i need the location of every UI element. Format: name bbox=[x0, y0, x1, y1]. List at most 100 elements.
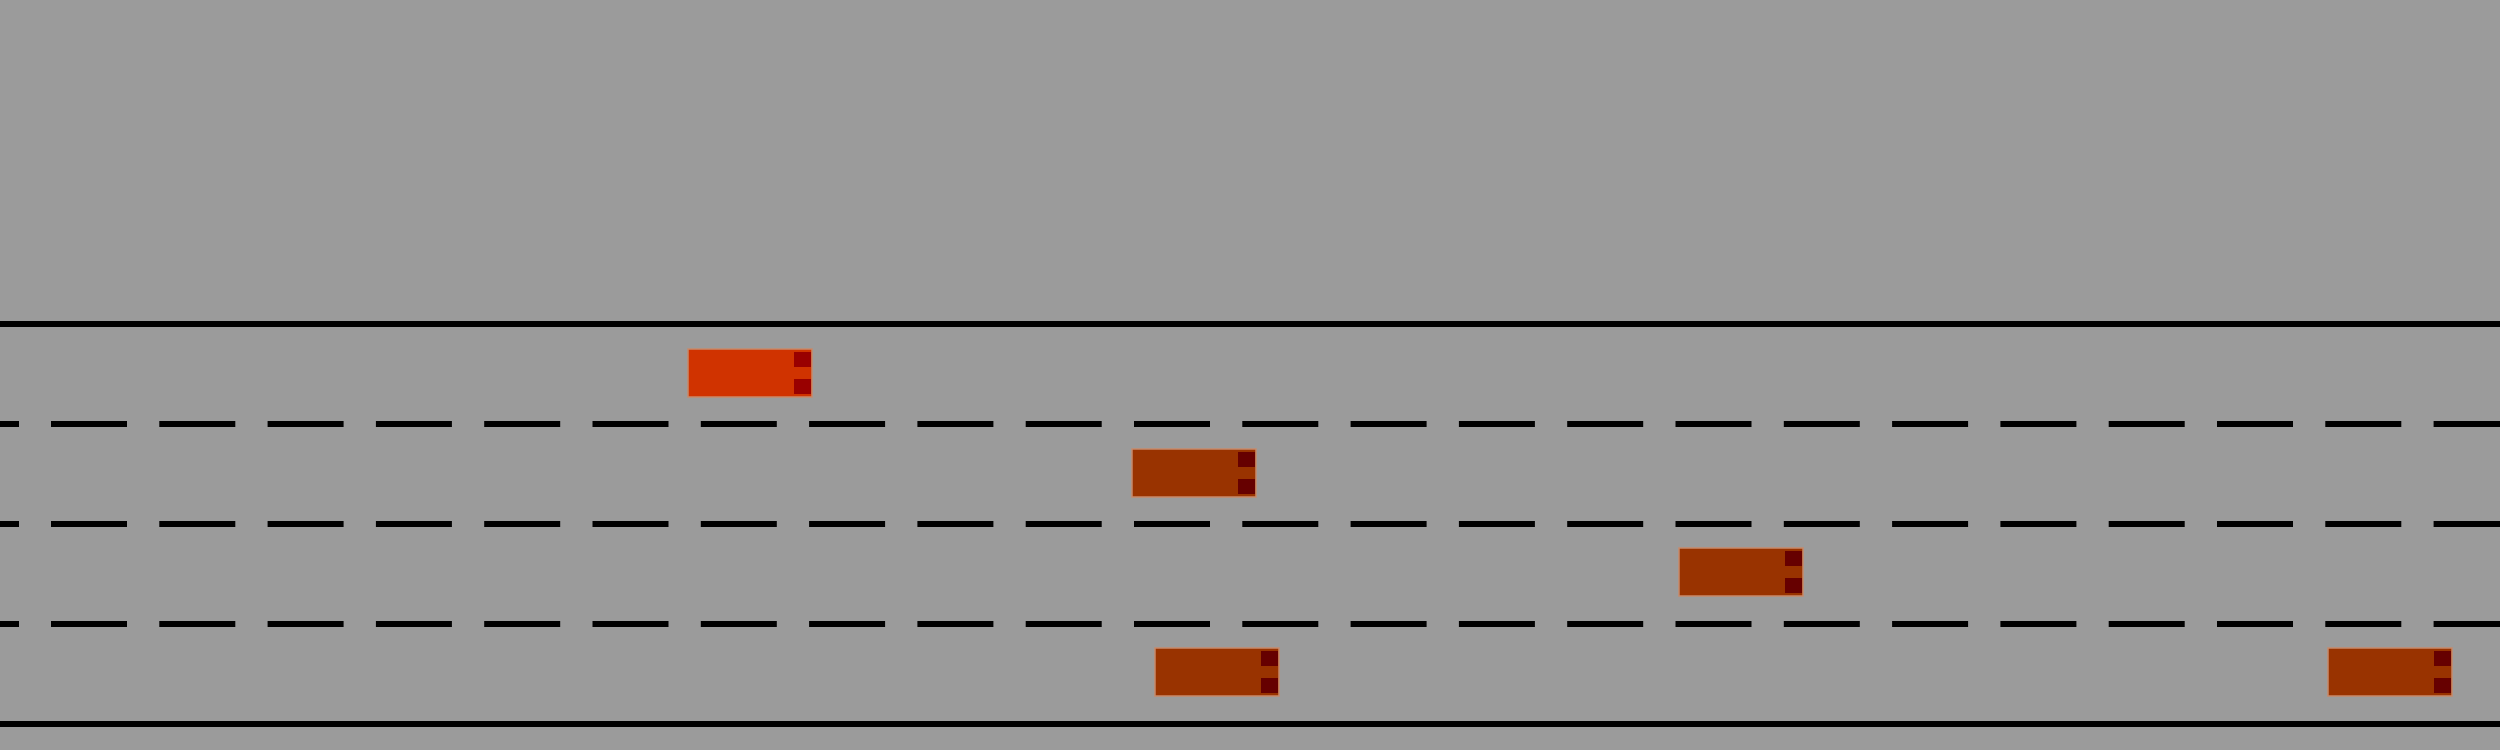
lane-dash bbox=[0, 621, 19, 627]
lane-dash bbox=[592, 421, 669, 427]
lane-dash bbox=[2433, 521, 2500, 527]
ego-car bbox=[687, 348, 813, 398]
lane-dash bbox=[1458, 421, 1535, 427]
other-car bbox=[1131, 448, 1257, 498]
lane-dash bbox=[2433, 621, 2500, 627]
lane-dash bbox=[484, 521, 561, 527]
lane-dash bbox=[2217, 621, 2293, 627]
lane-dash bbox=[1350, 521, 1427, 527]
lane-dash bbox=[2000, 521, 2077, 527]
lane-dash bbox=[2433, 421, 2500, 427]
lane-divider-1 bbox=[0, 421, 2500, 427]
lane-dash bbox=[1350, 421, 1427, 427]
lane-dash bbox=[1892, 621, 1969, 627]
lane-dash bbox=[1892, 421, 1969, 427]
lane-dash bbox=[1567, 421, 1644, 427]
lane-dash bbox=[1783, 421, 1860, 427]
lane-lines bbox=[0, 321, 2500, 727]
lane-dash bbox=[2217, 521, 2293, 527]
lane-dash bbox=[917, 421, 994, 427]
lane-dash bbox=[2000, 621, 2077, 627]
car-light-left bbox=[2434, 651, 2451, 666]
lane-dash bbox=[1134, 521, 1210, 527]
lane-dash bbox=[159, 421, 236, 427]
lane-dash bbox=[2108, 421, 2185, 427]
lane-dash bbox=[1567, 521, 1644, 527]
road-edge-bottom bbox=[0, 721, 2500, 727]
other-car bbox=[1678, 547, 1804, 597]
car-light-right bbox=[1785, 578, 1802, 593]
lane-dash bbox=[700, 621, 777, 627]
lane-divider-3 bbox=[0, 621, 2500, 627]
lane-divider-2 bbox=[0, 521, 2500, 527]
lane-dash bbox=[375, 621, 452, 627]
lane-dash bbox=[2325, 621, 2402, 627]
lane-dash bbox=[1134, 421, 1210, 427]
lane-dash bbox=[2325, 521, 2402, 527]
lane-dash bbox=[2108, 621, 2185, 627]
lane-dash bbox=[1350, 621, 1427, 627]
lane-dash bbox=[809, 621, 886, 627]
car-light-left bbox=[1238, 452, 1255, 467]
other-car bbox=[1154, 647, 1280, 697]
car-light-right bbox=[2434, 678, 2451, 693]
lane-dash bbox=[1242, 621, 1319, 627]
lane-dash bbox=[2325, 421, 2402, 427]
lane-dash bbox=[1458, 521, 1535, 527]
lane-dash bbox=[1783, 521, 1860, 527]
car-body bbox=[2327, 647, 2453, 697]
lane-dash bbox=[1025, 421, 1102, 427]
lane-dash bbox=[0, 421, 19, 427]
lane-dash bbox=[700, 521, 777, 527]
lane-dash bbox=[1783, 621, 1860, 627]
lane-dash bbox=[375, 521, 452, 527]
lane-dash bbox=[375, 421, 452, 427]
lane-dash bbox=[1134, 621, 1210, 627]
lane-dash bbox=[484, 621, 561, 627]
lane-dash bbox=[700, 421, 777, 427]
lane-dash bbox=[159, 621, 236, 627]
lane-dash bbox=[0, 521, 19, 527]
car-light-right bbox=[1261, 678, 1278, 693]
lane-dash bbox=[1675, 621, 1752, 627]
lane-dash bbox=[2108, 521, 2185, 527]
lane-dash bbox=[267, 621, 344, 627]
car-light-left bbox=[794, 352, 811, 367]
lane-dash bbox=[267, 421, 344, 427]
car-body bbox=[1678, 547, 1804, 597]
lane-dash bbox=[809, 521, 886, 527]
lane-dash bbox=[1242, 521, 1319, 527]
lane-dash bbox=[1675, 521, 1752, 527]
car-body bbox=[687, 348, 813, 398]
lane-dash bbox=[2217, 421, 2293, 427]
lane-dash bbox=[1458, 621, 1535, 627]
lane-dash bbox=[592, 621, 669, 627]
road-edge-top bbox=[0, 321, 2500, 327]
lane-dash bbox=[917, 621, 994, 627]
lane-dash bbox=[1025, 621, 1102, 627]
car-body bbox=[1154, 647, 1280, 697]
lane-dash bbox=[1567, 621, 1644, 627]
lane-dash bbox=[2000, 421, 2077, 427]
car-light-left bbox=[1785, 551, 1802, 566]
lane-dash bbox=[592, 521, 669, 527]
lane-dash bbox=[484, 421, 561, 427]
car-light-right bbox=[1238, 479, 1255, 494]
lane-dash bbox=[1025, 521, 1102, 527]
vehicles bbox=[687, 348, 2453, 697]
lane-dash bbox=[917, 521, 994, 527]
lane-dash bbox=[51, 421, 127, 427]
lane-dash bbox=[51, 621, 127, 627]
car-body bbox=[1131, 448, 1257, 498]
lane-dash bbox=[809, 421, 886, 427]
lane-dash bbox=[1675, 421, 1752, 427]
lane-dash bbox=[1892, 521, 1969, 527]
other-car bbox=[2327, 647, 2453, 697]
lane-dash bbox=[267, 521, 344, 527]
lane-dash bbox=[1242, 421, 1319, 427]
lane-dash bbox=[159, 521, 236, 527]
car-light-left bbox=[1261, 651, 1278, 666]
